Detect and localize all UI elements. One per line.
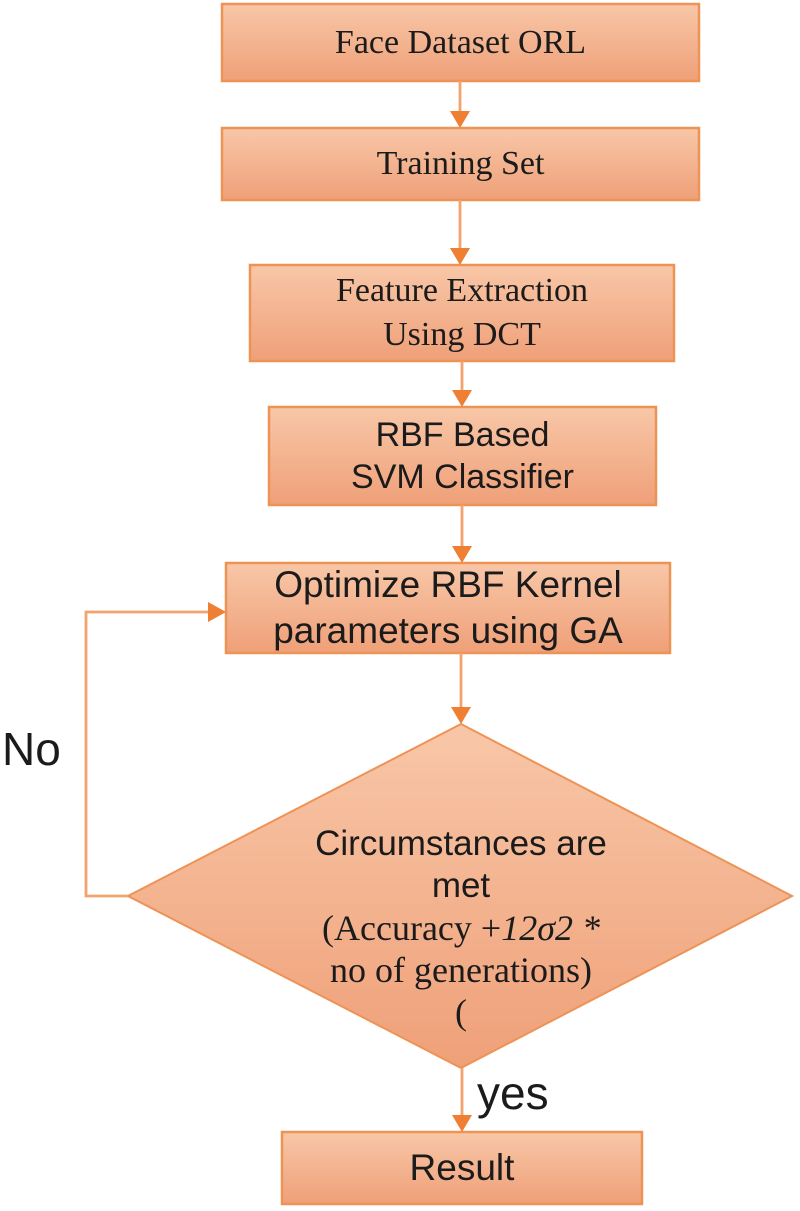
node-optimize-ga-line1: Optimize RBF Kernel xyxy=(274,564,622,605)
decision-line1: Circumstances are xyxy=(315,824,607,863)
decision-line4: no of generations) xyxy=(330,950,592,990)
arrowhead-svm-to-optimize xyxy=(452,546,472,563)
node-decision-label-wrap: Circumstances are met (Accuracy +12σ2 * … xyxy=(131,823,791,1035)
node-result-label: Result xyxy=(409,1147,515,1188)
node-result-box xyxy=(280,1130,644,1206)
arrowhead-dataset-to-training xyxy=(450,111,470,128)
connector-no-loop xyxy=(84,610,209,898)
decision-line2: met xyxy=(431,866,491,905)
node-result-label-wrap: Result xyxy=(282,1132,642,1204)
node-optimize-ga-line2: parameters using GA xyxy=(273,610,623,651)
arrowhead-training-to-feature xyxy=(450,248,470,265)
arrowhead-feature-to-svm xyxy=(452,390,472,407)
node-face-dataset-label-wrap: Face Dataset ORL xyxy=(222,4,699,81)
node-optimize-ga-label-wrap: Optimize RBF Kernel parameters using GA xyxy=(226,563,670,653)
node-feature-extraction-line2: Using DCT xyxy=(383,316,541,353)
node-feature-extraction-label-wrap: Feature Extraction Using DCT xyxy=(250,265,674,361)
node-rbf-svm-line2: SVM Classifier xyxy=(351,458,574,496)
arrowhead-decision-to-result xyxy=(452,1115,472,1132)
node-rbf-svm-label-wrap: RBF Based SVM Classifier xyxy=(269,407,656,505)
node-training-set-label-wrap: Training Set xyxy=(222,128,699,200)
node-face-dataset-label: Face Dataset ORL xyxy=(334,23,587,61)
decision-formula-prefix: (Accuracy + xyxy=(322,908,502,948)
node-optimize-ga-box xyxy=(224,561,672,655)
decision-line5: ( xyxy=(455,992,467,1032)
edge-label-yes: yes xyxy=(477,1067,549,1119)
arrowhead-no-loop xyxy=(208,602,226,622)
decision-formula-term: 12σ2 * xyxy=(501,908,600,948)
arrowhead-optimize-to-decision xyxy=(451,707,471,724)
node-face-dataset-box xyxy=(220,2,701,83)
node-training-set-box xyxy=(220,126,701,202)
edge-label-no: No xyxy=(2,723,61,775)
node-feature-extraction-box xyxy=(248,263,676,363)
node-rbf-svm-line1: RBF Based xyxy=(375,416,550,454)
node-training-set-label: Training Set xyxy=(376,145,545,182)
node-rbf-svm-box xyxy=(267,405,658,507)
decision-line3: (Accuracy +12σ2 * xyxy=(322,907,600,949)
node-feature-extraction-line1: Feature Extraction xyxy=(335,272,589,309)
